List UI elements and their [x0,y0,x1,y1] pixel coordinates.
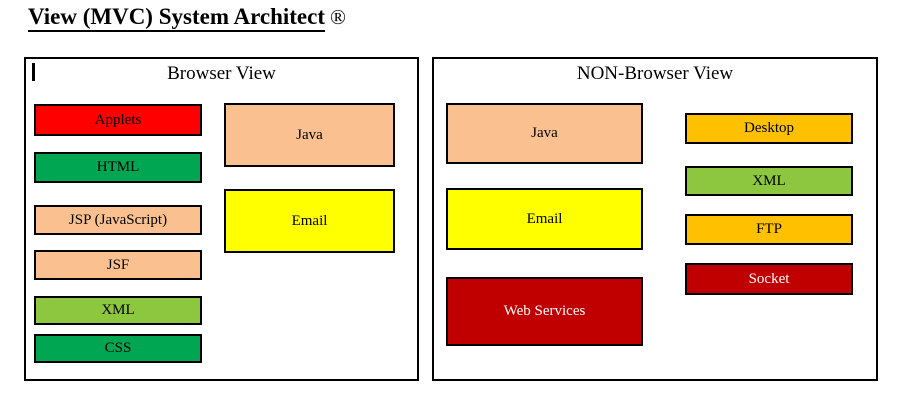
jsf-box[interactable]: JSF [34,250,202,280]
page-title-text: View (MVC) System Architect [28,4,325,32]
text-cursor [32,63,35,81]
email-box-non-browser[interactable]: Email [446,188,643,250]
desktop-box[interactable]: Desktop [685,113,853,144]
registered-trademark-symbol: ® [330,5,346,29]
xml-box-non-browser[interactable]: XML [685,166,853,196]
jsp-javascript-box[interactable]: JSP (JavaScript) [34,205,202,235]
css-box[interactable]: CSS [34,334,202,363]
ftp-box[interactable]: FTP [685,214,853,245]
web-services-box[interactable]: Web Services [446,277,643,346]
non-browser-view-panel[interactable]: NON-Browser View Java Email Web Services… [432,57,878,381]
browser-view-panel-title: Browser View [167,63,276,84]
socket-box[interactable]: Socket [685,263,853,295]
java-box-browser[interactable]: Java [224,103,395,167]
email-box-browser[interactable]: Email [224,189,395,253]
browser-view-panel[interactable]: Browser View Applets HTML JSP (JavaScrip… [24,57,419,381]
non-browser-view-panel-title: NON-Browser View [576,63,734,84]
xml-box-browser[interactable]: XML [34,296,202,325]
java-box-non-browser[interactable]: Java [446,103,643,164]
applets-box[interactable]: Applets [34,104,202,136]
html-box[interactable]: HTML [34,152,202,183]
page-title: View (MVC) System Architect® [28,4,346,32]
